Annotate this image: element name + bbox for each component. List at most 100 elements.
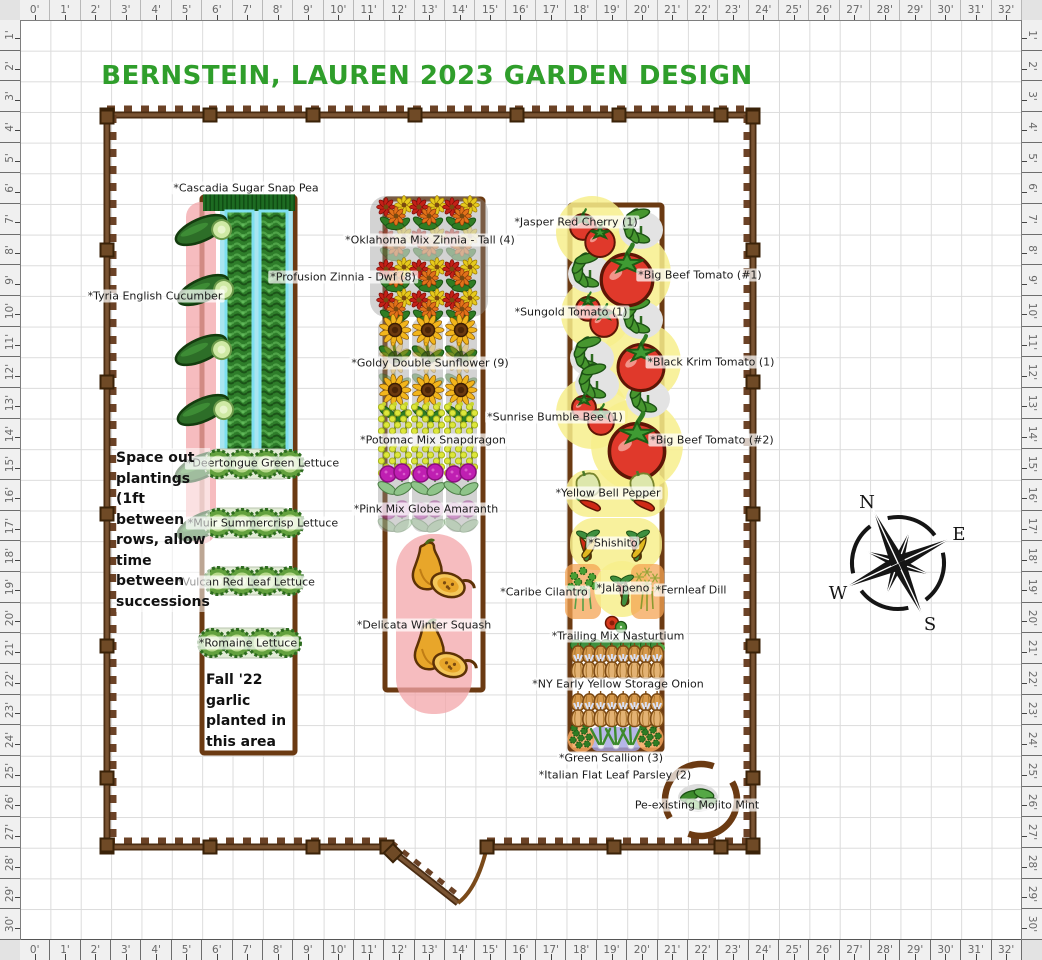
ruler-tick-13ft: 13' <box>415 940 446 960</box>
plant-label-ny-early-yellow-storage-onion[interactable]: *NY Early Yellow Storage Onion <box>530 677 706 691</box>
ruler-tick-25ft: 25' <box>779 940 810 960</box>
plant-label-italian-flat-leaf-parsley-2[interactable]: *Italian Flat Leaf Parsley (2) <box>536 768 694 782</box>
ruler-tick-7ft: 7' <box>0 204 20 235</box>
ruler-tick-22ft: 22' <box>1022 664 1042 695</box>
ruler-tick-26ft: 26' <box>809 0 840 20</box>
ruler-tick-20ft: 20' <box>0 603 20 634</box>
plant-label-shishito[interactable]: *Shishito <box>586 536 640 550</box>
plant-label-oklahoma-mix-zinnia-tall-4[interactable]: *Oklahoma Mix Zinnia - Tall (4) <box>343 233 517 247</box>
ruler-tick-7ft: 7' <box>233 0 263 20</box>
plant-label-big-beef-tomato-2[interactable]: *Big Beef Tomato (#2) <box>648 433 776 447</box>
ruler-tick-17ft: 17' <box>0 511 20 542</box>
ruler-tick-32ft: 32' <box>992 940 1022 960</box>
plant-label-big-beef-tomato-1[interactable]: *Big Beef Tomato (#1) <box>636 268 764 282</box>
ruler-tick-8ft: 8' <box>1022 235 1042 266</box>
ruler-tick-0ft: 0' <box>20 940 51 960</box>
ruler-tick-17ft: 17' <box>536 940 567 960</box>
ruler-tick-4ft: 4' <box>1022 112 1042 143</box>
ruler-tick-5ft: 5' <box>172 0 203 20</box>
ruler-tick-0ft: 0' <box>20 0 51 20</box>
ruler-tick-5ft: 5' <box>1022 143 1042 174</box>
plant-label-caribe-cilantro[interactable]: *Caribe Cilantro <box>498 585 590 599</box>
ruler-tick-22ft: 22' <box>0 664 20 695</box>
ruler-tick-2ft: 2' <box>81 940 112 960</box>
ruler-tick-6ft: 6' <box>202 0 233 20</box>
plant-label-yellow-bell-pepper[interactable]: *Yellow Bell Pepper <box>553 486 663 500</box>
ruler-tick-10ft: 10' <box>324 0 354 20</box>
ruler-tick-11ft: 11' <box>0 327 20 358</box>
ruler-corner <box>0 0 20 20</box>
plant-label-potomac-mix-snapdragon[interactable]: *Potomac Mix Snapdragon <box>358 433 508 447</box>
ruler-tick-21ft: 21' <box>658 0 688 20</box>
ruler-tick-6ft: 6' <box>1022 173 1042 205</box>
ruler-tick-13ft: 13' <box>415 0 446 20</box>
plant-label-goldy-double-sunflower-9[interactable]: *Goldy Double Sunflower (9) <box>349 356 511 370</box>
plant-label-jasper-red-cherry-1[interactable]: *Jasper Red Cherry (1) <box>512 215 640 229</box>
ruler-tick-24ft: 24' <box>0 725 20 757</box>
ruler-tick-11ft: 11' <box>1022 327 1042 358</box>
ruler-tick-14ft: 14' <box>1022 419 1042 450</box>
ruler-tick-8ft: 8' <box>0 235 20 266</box>
ruler-tick-23ft: 23' <box>1022 695 1042 726</box>
ruler-tick-2ft: 2' <box>81 0 112 20</box>
plant-label-pink-mix-globe-amaranth[interactable]: *Pink Mix Globe Amaranth <box>351 502 501 516</box>
ruler-tick-30ft: 30' <box>931 940 962 960</box>
ruler-tick-17ft: 17' <box>536 0 567 20</box>
plant-label-sunrise-bumble-bee-1[interactable]: *Sunrise Bumble Bee (1) <box>485 410 625 424</box>
ruler-corner <box>1022 940 1042 960</box>
ruler-tick-18ft: 18' <box>566 0 597 20</box>
ruler-tick-18ft: 18' <box>1022 541 1042 573</box>
ruler-tick-25ft: 25' <box>0 756 20 787</box>
ruler-tick-22ft: 22' <box>688 0 719 20</box>
plant-label-delicata-winter-squash[interactable]: *Delicata Winter Squash <box>354 618 494 632</box>
plant-label-cascadia-sugar-snap-pea[interactable]: *Cascadia Sugar Snap Pea <box>171 181 321 195</box>
plant-label-black-krim-tomato-1[interactable]: *Black Krim Tomato (1) <box>645 355 777 369</box>
ruler-tick-16ft: 16' <box>0 480 20 511</box>
plant-label-green-scallion-3[interactable]: *Green Scallion (3) <box>556 751 666 765</box>
ruler-tick-21ft: 21' <box>658 940 688 960</box>
ruler-tick-1ft: 1' <box>1022 20 1042 51</box>
ruler-tick-25ft: 25' <box>779 0 810 20</box>
ruler-bottom: 0'1'2'3'4'5'6'7'8'9'10'11'12'13'14'15'16… <box>20 939 1022 960</box>
plant-label-sungold-tomato-1[interactable]: *Sungold Tomato (1) <box>512 305 630 319</box>
ruler-corner <box>0 940 20 960</box>
ruler-right: 1'2'3'4'5'6'7'8'9'10'11'12'13'14'15'16'1… <box>1021 20 1042 941</box>
ruler-tick-17ft: 17' <box>1022 511 1042 542</box>
ruler-tick-14ft: 14' <box>445 940 476 960</box>
plant-label-fernleaf-dill[interactable]: *Fernleaf Dill <box>653 583 729 597</box>
ruler-top: 0'1'2'3'4'5'6'7'8'9'10'11'12'13'14'15'16… <box>20 0 1022 21</box>
ruler-tick-10ft: 10' <box>0 296 20 327</box>
plant-label-profusion-zinnia-dwf-8[interactable]: *Profusion Zinnia - Dwf (8) <box>268 270 418 284</box>
ruler-tick-14ft: 14' <box>445 0 476 20</box>
ruler-tick-19ft: 19' <box>0 572 20 603</box>
ruler-tick-19ft: 19' <box>597 940 628 960</box>
ruler-tick-25ft: 25' <box>1022 756 1042 787</box>
plant-label-jalapeno[interactable]: *Jalapeno <box>594 581 652 595</box>
ruler-tick-18ft: 18' <box>0 541 20 573</box>
ruler-tick-2ft: 2' <box>1022 51 1042 82</box>
ruler-tick-16ft: 16' <box>1022 480 1042 511</box>
ruler-tick-27ft: 27' <box>1022 817 1042 849</box>
ruler-tick-22ft: 22' <box>688 940 719 960</box>
ruler-tick-27ft: 27' <box>0 817 20 849</box>
ruler-tick-13ft: 13' <box>1022 388 1042 419</box>
ruler-tick-9ft: 9' <box>0 265 20 297</box>
plant-label-trailing-mix-nasturtium[interactable]: *Trailing Mix Nasturtium <box>549 629 687 643</box>
ruler-tick-8ft: 8' <box>263 940 294 960</box>
plant-label-pe-existing-mojito-mint[interactable]: Pe-existing Mojito Mint <box>632 798 762 812</box>
ruler-tick-8ft: 8' <box>263 0 294 20</box>
ruler-tick-28ft: 28' <box>1022 848 1042 879</box>
ruler-tick-14ft: 14' <box>0 419 20 450</box>
ruler-tick-23ft: 23' <box>718 0 749 20</box>
ruler-tick-12ft: 12' <box>384 0 415 20</box>
ruler-tick-20ft: 20' <box>1022 603 1042 634</box>
ruler-tick-26ft: 26' <box>0 787 20 818</box>
ruler-tick-6ft: 6' <box>202 940 233 960</box>
plant-label-tyria-english-cucumber[interactable]: *Tyria English Cucumber <box>85 289 225 303</box>
plant-label-romaine-lettuce[interactable]: *Romaine Lettuce <box>196 636 300 650</box>
ruler-tick-23ft: 23' <box>0 695 20 726</box>
ruler-tick-21ft: 21' <box>0 633 20 665</box>
ruler-tick-7ft: 7' <box>233 940 263 960</box>
